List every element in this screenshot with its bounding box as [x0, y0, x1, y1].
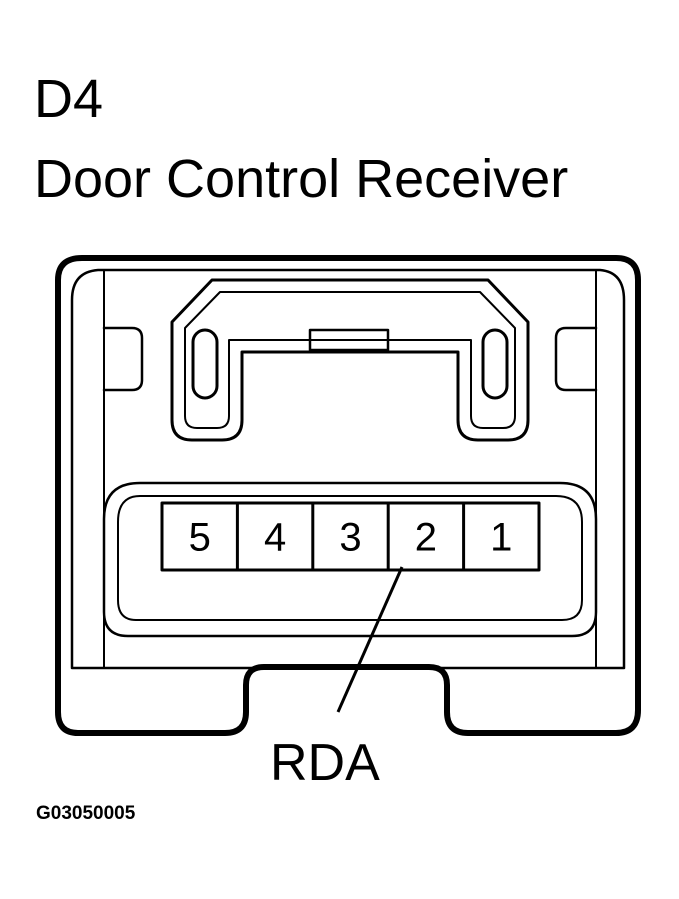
callout-leader-line [336, 566, 404, 713]
pin-block [160, 501, 541, 572]
pin-cell-5: 5 [189, 516, 211, 560]
side-bump-left [102, 326, 144, 392]
latch-slot-right [481, 328, 509, 400]
pin-number: 4 [264, 516, 286, 560]
connector-name: Door Control Receiver [34, 149, 569, 209]
pin-number: 1 [490, 516, 512, 560]
side-bump-right [554, 326, 598, 392]
figure-code: G03050005 [36, 803, 136, 824]
terminal-recess-inner [117, 495, 583, 621]
terminal-recess-outer [102, 481, 598, 638]
connector-id: D4 [34, 69, 104, 129]
latch-tab [308, 328, 390, 352]
latch-slot-left [191, 328, 219, 400]
pin-number: 2 [415, 516, 437, 560]
housing-inner-face [70, 268, 626, 670]
pin-cell-1: 1 [462, 503, 512, 570]
latch-inner [184, 291, 516, 429]
callout-label: RDA [270, 734, 380, 792]
pin-cell-4: 4 [235, 503, 286, 570]
pin-cell-2: 2 [386, 503, 437, 570]
pin-number: 3 [339, 516, 361, 560]
latch-outer [170, 278, 530, 442]
pin-group: 5 4 3 2 1 [189, 503, 512, 570]
pin-cell-3: 3 [311, 503, 362, 570]
pin-number: 5 [189, 516, 211, 560]
